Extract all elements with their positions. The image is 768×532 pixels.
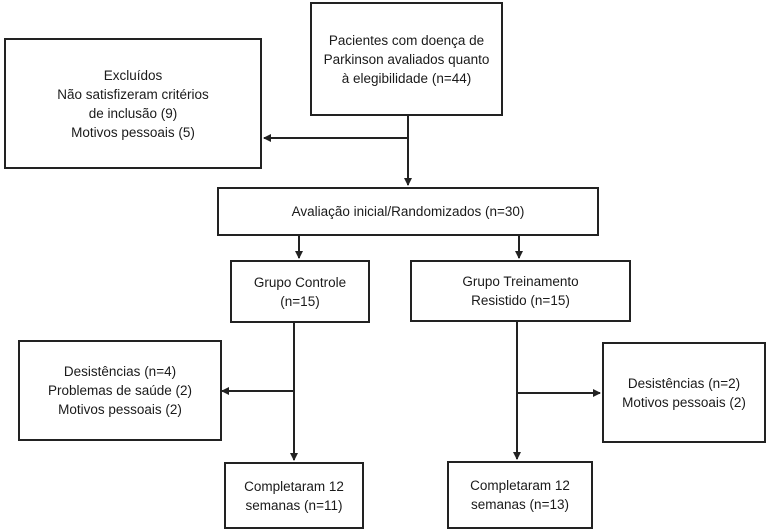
randomized-line-1: Avaliação inicial/Randomizados (n=30) <box>291 204 525 219</box>
excluded-line-4: Motivos pessoais (5) <box>71 124 195 140</box>
control-dropouts-box: Desistências (n=4) Problemas de saúde (2… <box>18 340 222 441</box>
training-completed-box: Completaram 12 semanas (n=13) <box>447 461 593 529</box>
training-group-line-1: Grupo Treinamento <box>462 274 579 289</box>
excluded-box: Excluídos Não satisfizeram critérios de … <box>4 38 262 169</box>
control-completed-line-2: semanas (n=11) <box>245 497 343 513</box>
randomized-box: Avaliação inicial/Randomizados (n=30) <box>217 187 599 236</box>
excluded-line-3: de inclusão (9) <box>88 105 178 121</box>
training-group-line-2: Resistido (n=15) <box>471 293 570 308</box>
training-completed-line-1: Completaram 12 <box>470 478 570 493</box>
training-dropouts-line-1: Desistências (n=2) <box>627 375 741 391</box>
control-group-box: Grupo Controle (n=15) <box>230 260 370 323</box>
assessed-line-3: à elegibilidade (n=44) <box>341 70 472 86</box>
control-completed-line-1: Completaram 12 <box>244 478 344 494</box>
assessed-box: Pacientes com doença de Parkinson avalia… <box>310 2 503 116</box>
excluded-line-1: Excluídos <box>103 67 163 83</box>
control-dropouts-line-3: Motivos pessoais (2) <box>58 402 182 417</box>
training-completed-line-2: semanas (n=13) <box>471 497 569 512</box>
training-dropouts-line-2: Motivos pessoais (2) <box>622 394 746 410</box>
control-group-line-2: (n=15) <box>280 293 320 309</box>
training-group-box: Grupo Treinamento Resistido (n=15) <box>410 260 631 322</box>
assessed-line-2: Parkinson avaliados quanto <box>323 51 490 67</box>
control-dropouts-line-2: Problemas de saúde (2) <box>47 383 193 398</box>
control-group-line-1: Grupo Controle <box>253 274 347 290</box>
excluded-line-2: Não satisfizeram critérios <box>57 86 209 102</box>
assessed-line-1: Pacientes com doença de <box>328 32 485 48</box>
control-completed-box: Completaram 12 semanas (n=11) <box>224 462 364 529</box>
training-dropouts-box: Desistências (n=2) Motivos pessoais (2) <box>602 342 766 443</box>
control-dropouts-line-1: Desistências (n=4) <box>63 364 177 379</box>
